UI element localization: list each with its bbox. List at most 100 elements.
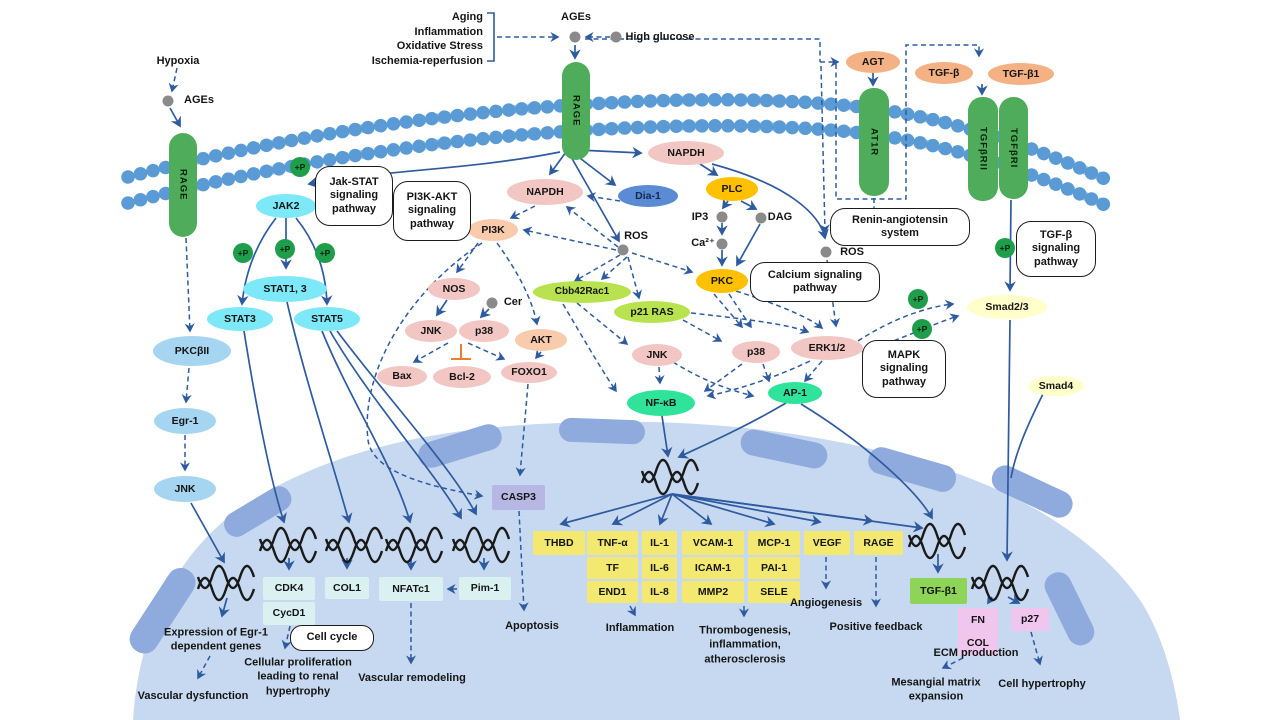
product-casp3: CASP3 <box>492 485 545 510</box>
gene-end1: END1 <box>587 581 638 603</box>
outcome-ecm-production: ECM production <box>933 646 1019 659</box>
node-nos: NOS <box>428 278 480 300</box>
node-bcl2: Bcl-2 <box>433 366 491 388</box>
rage-receptor-left: RAGE <box>169 133 197 237</box>
tgfb-pathway-bubble: TGF-β signaling pathway <box>1016 221 1096 277</box>
node-pkcb2: PKCβII <box>153 336 231 366</box>
gene-vcam1: VCAM-1 <box>682 531 744 555</box>
node-plc: PLC <box>706 177 758 201</box>
node-egr1: Egr-1 <box>154 408 216 434</box>
outcome-egr1-expression: Expression of Egr-1 dependent genes <box>164 626 268 653</box>
phospho-badge: +P <box>233 243 253 263</box>
dag-label: DAG <box>767 210 793 223</box>
node-napdh-top: NAPDH <box>648 141 724 165</box>
gene-thbd: THBD <box>533 531 585 555</box>
outcome-vascular-remodeling: Vascular remodeling <box>358 671 466 684</box>
ages-top-label: AGEs <box>561 10 591 23</box>
phospho-badge: +P <box>995 238 1015 258</box>
inhibition-bar <box>451 344 471 360</box>
node-smad23: Smad2/3 <box>967 295 1047 319</box>
node-dia1: Dia-1 <box>618 185 678 207</box>
node-pkc: PKC <box>696 269 748 293</box>
phospho-badge: +P <box>908 289 928 309</box>
node-stat5: STAT5 <box>294 307 360 331</box>
product-col: COL <box>958 632 998 655</box>
node-bax: Bax <box>377 366 427 387</box>
outcome-thrombogenesis: Thrombogenesis, inflammation, atheroscle… <box>699 624 791 666</box>
gene-il1: IL-1 <box>642 531 677 555</box>
node-akt: AKT <box>515 329 567 351</box>
at1r-receptor: AT1R <box>859 88 889 196</box>
node-smad4: Smad4 <box>1028 376 1084 396</box>
tgfbr1-receptor: TGFβRI <box>999 97 1028 199</box>
gene-sele: SELE <box>748 581 800 603</box>
node-pi3k: PI3K <box>468 219 518 241</box>
gene-mmp2: MMP2 <box>682 581 744 603</box>
node-ap1: AP-1 <box>768 382 822 404</box>
node-napdh-left: NAPDH <box>507 179 583 205</box>
nuclear-envelope-blobs <box>129 417 1095 654</box>
gene-tf: TF <box>587 557 638 579</box>
molecule-dots <box>162 31 832 309</box>
outcome-apoptosis: Apoptosis <box>505 619 559 632</box>
phospho-badge: +P <box>912 319 932 339</box>
ros-right-label: ROS <box>840 245 864 258</box>
ages-left-label: AGEs <box>184 93 214 106</box>
gene-mcp1: MCP-1 <box>748 531 800 555</box>
hypoxia-label: Hypoxia <box>156 54 200 67</box>
gene-il8: IL-8 <box>642 581 677 603</box>
ca2-label: Ca²⁺ <box>691 236 715 249</box>
stimuli-factors-label: Aging Inflammation Oxidative Stress Isch… <box>371 11 483 67</box>
node-cbb42rac1: Cbb42Rac1 <box>533 281 631 303</box>
high-glucose-label: High glucose <box>625 30 695 43</box>
node-p38-pi3k: p38 <box>459 320 509 342</box>
jak-stat-pathway-bubble: Jak-STAT signaling pathway <box>315 166 393 226</box>
mapk-pathway-bubble: MAPK signaling pathway <box>862 340 946 398</box>
product-col1: COL1 <box>325 577 369 599</box>
product-cdk4: CDK4 <box>263 577 315 600</box>
node-erk12: ERK1/2 <box>791 336 863 360</box>
ros-left-label: ROS <box>624 229 648 242</box>
product-p27: p27 <box>1011 608 1049 631</box>
product-fn: FN <box>958 608 998 632</box>
node-p21ras: p21 RAS <box>614 301 690 323</box>
outcome-angiogenesis: Angiogenesis <box>789 596 863 609</box>
node-nfkb: NF-κB <box>627 390 695 416</box>
outcome-inflammation: Inflammation <box>605 621 675 634</box>
node-jnk-left: JNK <box>154 476 216 502</box>
gene-icam1: ICAM-1 <box>682 557 744 579</box>
node-stat1-3: STAT1, 3 <box>243 276 327 302</box>
outcome-mesangial-expansion: Mesangial matrix expansion <box>891 676 981 703</box>
node-tgfb: TGF-β <box>915 62 973 84</box>
phospho-badge: +P <box>315 243 335 263</box>
ip3-label: IP3 <box>691 210 709 223</box>
gene-pai1: PAI-1 <box>748 557 800 579</box>
product-cycd1: CycD1 <box>263 602 315 625</box>
product-nfatc1: NFATc1 <box>379 577 443 601</box>
node-agt: AGT <box>846 51 900 73</box>
node-p38-mapk: p38 <box>732 341 780 363</box>
gene-tnfa: TNF-α <box>587 531 638 555</box>
calcium-pathway-bubble: Calcium signaling pathway <box>750 262 880 302</box>
node-jnk-pi3k: JNK <box>405 320 457 342</box>
pi3k-akt-pathway-bubble: PI3K-AKT signaling pathway <box>393 181 471 241</box>
node-foxo1: FOXO1 <box>501 362 557 383</box>
outcome-vascular-dysfunction: Vascular dysfunction <box>137 689 249 702</box>
phospho-badge: +P <box>290 157 310 177</box>
node-stat3: STAT3 <box>207 307 273 331</box>
tgfbr2-receptor: TGFβRII <box>968 97 998 201</box>
node-jnk-mapk: JNK <box>632 344 682 366</box>
node-jak2: JAK2 <box>256 194 316 218</box>
outcome-positive-feedback: Positive feedback <box>829 620 923 633</box>
product-pim1: Pim-1 <box>459 577 511 600</box>
renin-angiotensin-bubble: Renin-angiotensin system <box>830 208 970 246</box>
node-tgfb1: TGF-β1 <box>988 63 1054 85</box>
gene-vegf: VEGF <box>804 531 850 555</box>
gene-il6: IL-6 <box>642 557 677 579</box>
outcome-cell-hypertrophy: Cell hypertrophy <box>998 677 1086 690</box>
outcome-cellular-proliferation: Cellular proliferation leading to renal … <box>244 656 352 698</box>
cer-label: Cer <box>503 295 523 308</box>
phospho-badge: +P <box>275 239 295 259</box>
gene-rage: RAGE <box>854 531 903 555</box>
